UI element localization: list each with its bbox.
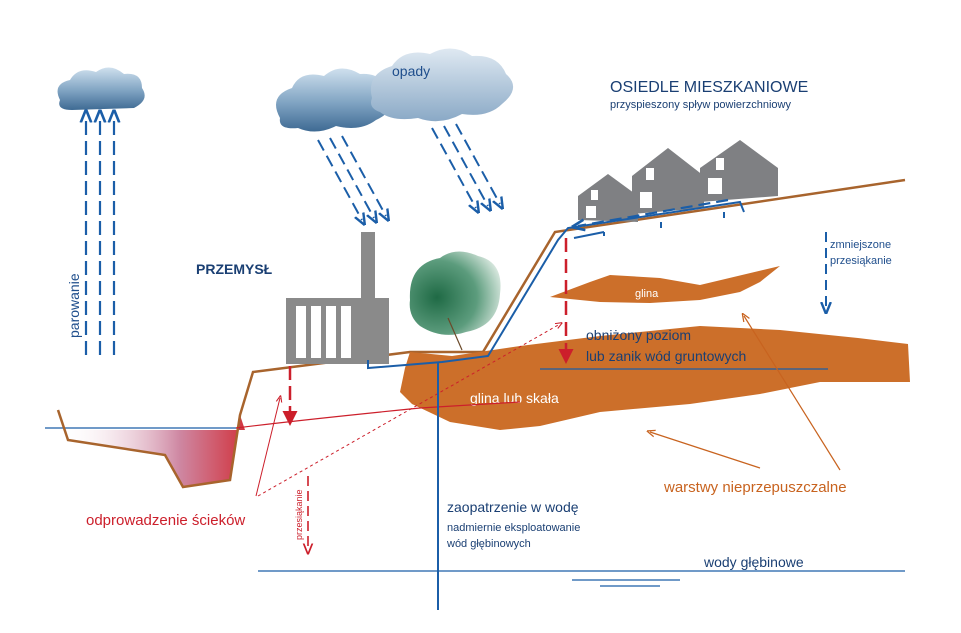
label-zmniejszone-1: zmniejszone	[830, 239, 891, 251]
label-osiedle-sub: przyspieszony spływ powierzchniowy	[610, 99, 791, 111]
housing-estate	[578, 140, 778, 222]
clay-lens	[550, 266, 780, 303]
sewage-pointers	[255, 324, 560, 497]
clay-rock-layer	[400, 326, 910, 430]
label-zmniejszone-2: przesiąkanie	[830, 255, 892, 267]
label-warstwy: warstwy nieprzepuszczalne	[663, 479, 847, 496]
label-zaopatrzenie-3: wód głębinowych	[446, 538, 531, 550]
label-zaopatrzenie-1: zaopatrzenie w wodę	[447, 499, 579, 515]
label-opady: opady	[392, 63, 430, 79]
evaporation-cloud	[57, 67, 145, 110]
label-przesiakanie: przesiąkanie	[294, 489, 304, 540]
label-zaopatrzenie-2: nadmiernie eksploatowanie	[447, 522, 580, 534]
factory	[286, 232, 389, 364]
drainage-pipes	[367, 200, 745, 370]
tree	[409, 251, 501, 351]
label-wody-glebinowe: wody głębinowe	[703, 554, 804, 570]
evaporation-arrows	[86, 116, 114, 355]
label-przemysl: PRZEMYSŁ	[196, 261, 273, 277]
label-odprowadzenie: odprowadzenie ścieków	[86, 512, 245, 529]
label-parowanie: parowanie	[66, 273, 82, 338]
impermeable-pointers	[650, 316, 841, 471]
label-obnizony-1: obniżony poziom	[586, 327, 691, 343]
label-glina-skala: glina lub skała	[470, 390, 559, 406]
ground-surface	[56, 178, 906, 489]
deep-water-lines	[258, 570, 905, 587]
rain-cloud-right	[370, 48, 514, 122]
sewage-flow-line	[235, 401, 521, 429]
river-pond	[58, 410, 245, 487]
label-glina: glina	[635, 288, 659, 300]
label-obnizony-2: lub zanik wód gruntowych	[586, 348, 746, 364]
label-osiedle-title: OSIEDLE MIESZKANIOWE	[610, 79, 808, 96]
rain-arrows	[317, 123, 500, 220]
rain-cloud-left	[276, 68, 392, 132]
surface-runoff-arrow	[578, 198, 729, 226]
